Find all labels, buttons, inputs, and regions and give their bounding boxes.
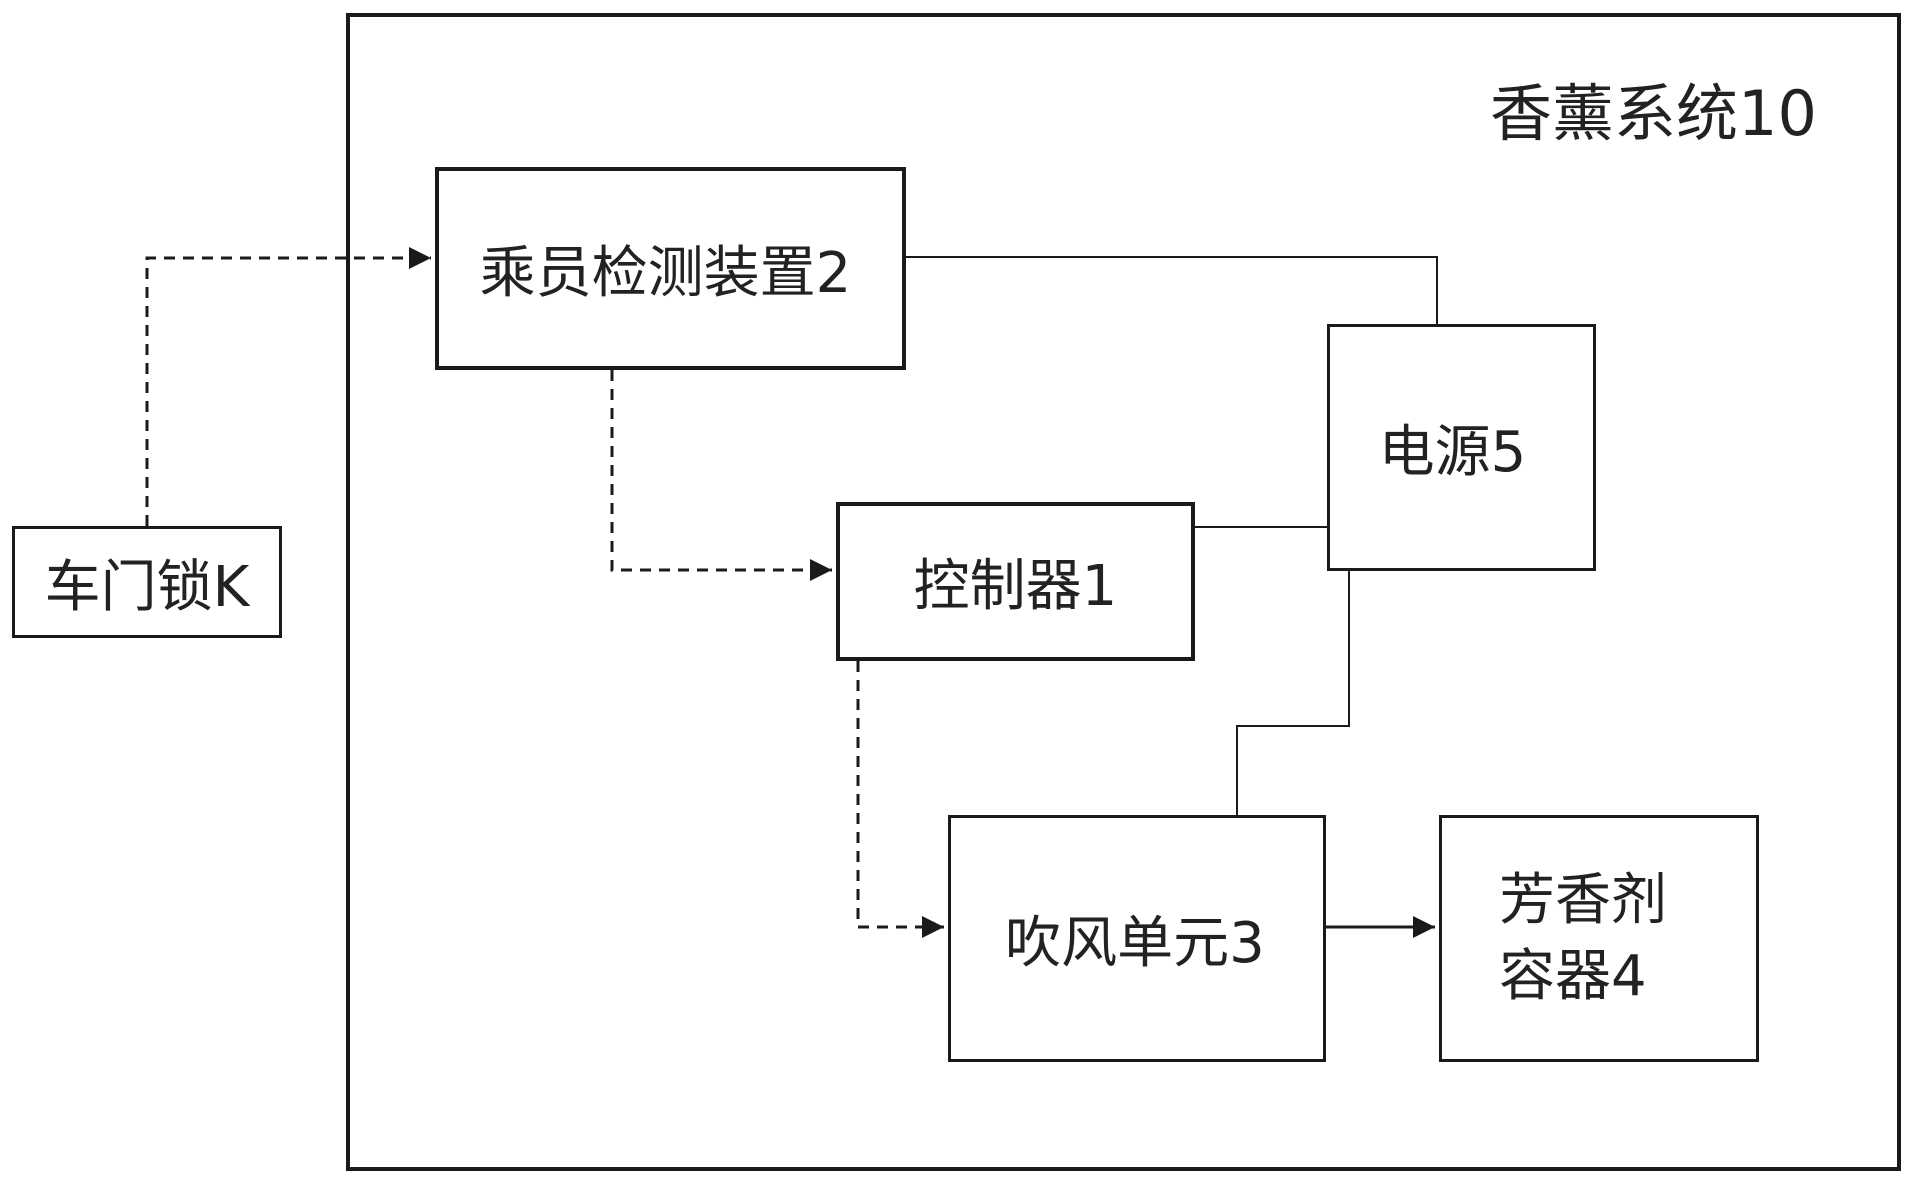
door-lock-block: 车门锁K — [12, 526, 282, 638]
power-supply-block: 电源5 — [1327, 324, 1596, 571]
door-lock-label: 车门锁K — [45, 542, 250, 623]
power-supply-label: 电源5 — [1379, 407, 1527, 488]
fragrance-container-block: 芳香剂容器4 — [1439, 815, 1759, 1062]
occupant-detector-label: 乘员检测装置2 — [480, 228, 852, 309]
controller-block: 控制器1 — [836, 502, 1195, 661]
fragrance-container-label: 芳香剂容器4 — [1499, 863, 1699, 1015]
blower-unit-block: 吹风单元3 — [948, 815, 1326, 1062]
blower-unit-label: 吹风单元3 — [1005, 898, 1265, 979]
occupant-detector-block: 乘员检测装置2 — [435, 167, 906, 370]
controller-label: 控制器1 — [914, 541, 1118, 622]
system-title: 香薰系统10 — [1490, 74, 1817, 154]
